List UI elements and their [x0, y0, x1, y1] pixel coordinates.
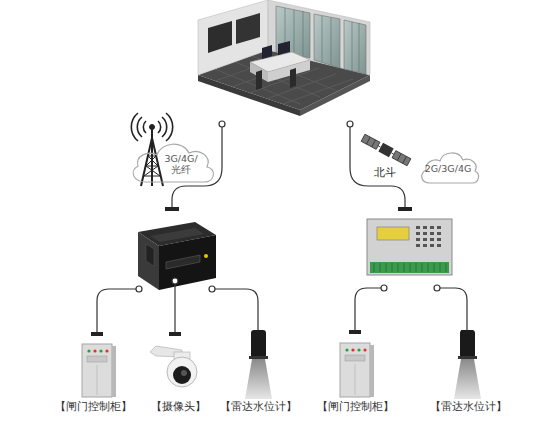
wire-terminal: [347, 121, 353, 127]
wire-plug: [165, 207, 179, 211]
device-node: 【闸门控制柜】: [53, 340, 133, 414]
network-cloud: 3G/4G/光纤: [126, 138, 218, 186]
gate-cabinet: [82, 344, 116, 397]
dome-camera: [150, 346, 197, 387]
device-node: 【雷达水位计】: [428, 340, 508, 414]
signal-tower: [131, 113, 172, 186]
radar-gauge: [245, 330, 272, 399]
network-cloud: 2G/3G/4G: [418, 148, 478, 186]
wire-plug: [91, 330, 473, 336]
network-label: 3G/4G/光纤: [162, 153, 200, 176]
control-room: [198, 0, 370, 116]
device-label: 【闸门控制柜】: [33, 400, 153, 414]
device-node: 【雷达水位计】: [218, 340, 298, 414]
device-node: 【摄像头】: [138, 340, 218, 414]
cloud-outline: [133, 144, 213, 182]
field-wire: [97, 284, 467, 333]
satellite-icon: [361, 133, 412, 166]
rtu-panel: [367, 219, 452, 275]
device-node: 【闸门控制柜】: [315, 340, 395, 414]
device-label: 【雷达水位计】: [408, 400, 528, 414]
wire-terminal: [219, 121, 225, 127]
video-terminal: [138, 222, 216, 290]
wire-plug: [398, 207, 412, 211]
gate-cabinet: [340, 343, 374, 397]
radar-gauge: [454, 330, 481, 399]
network-label: 北斗: [374, 165, 396, 180]
network-label: 2G/3G/4G: [420, 163, 476, 174]
wire-terminal: [136, 278, 440, 292]
device-label: 【闸门控制柜】: [295, 400, 415, 414]
device-label: 【雷达水位计】: [198, 400, 318, 414]
